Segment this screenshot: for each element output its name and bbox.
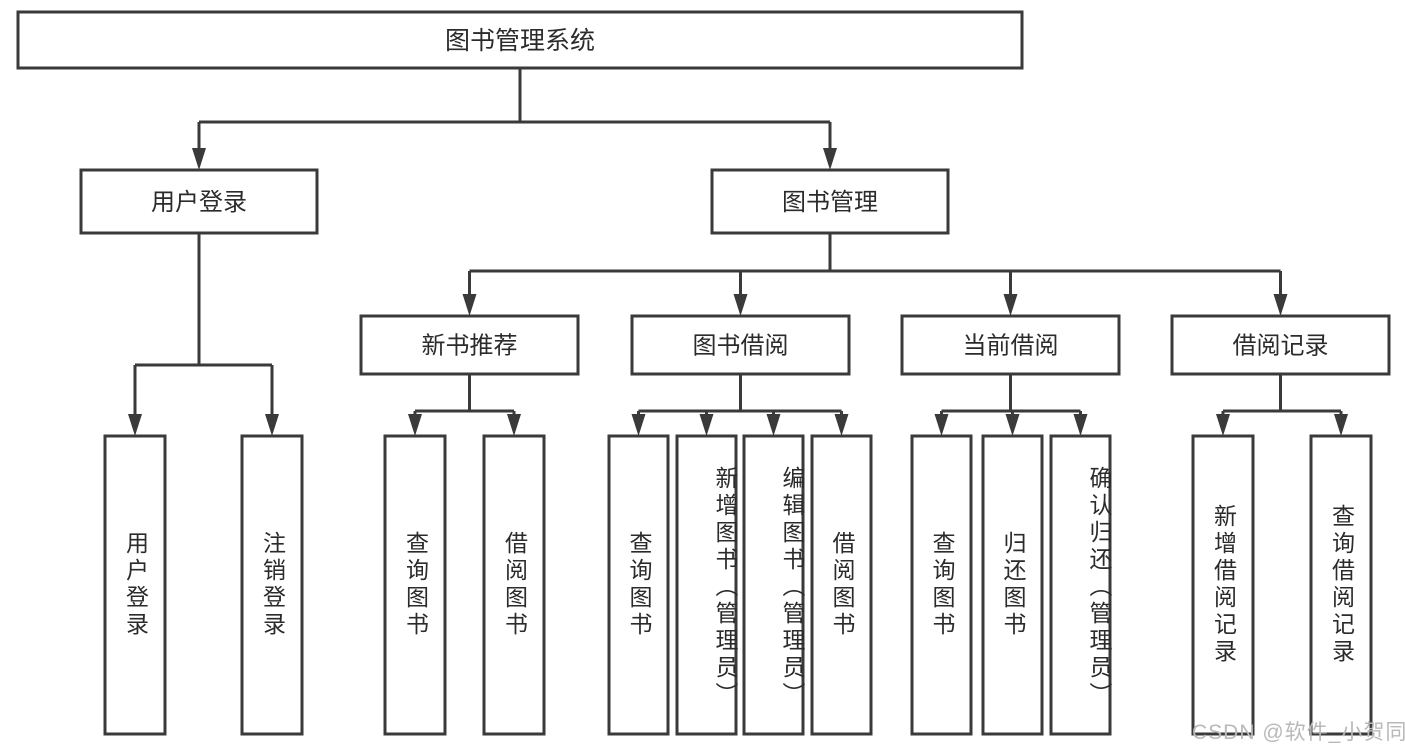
arrow-head-icon-book-manage-3 — [1273, 294, 1288, 316]
arrow-head-icon-current-borrow-2 — [1073, 414, 1088, 436]
csdn-watermark: CSDN @软件_小贺同学 — [1192, 721, 1405, 744]
node-box-leaf-borrow-book-rec[interactable] — [482, 434, 546, 736]
arrow-head-icon-book-borrow-3 — [834, 414, 849, 436]
arrow-head-icon-book-manage-1 — [733, 294, 748, 316]
arrow-head-icon-book-borrow-2 — [766, 414, 781, 436]
node-box-leaf-query-book-current[interactable] — [910, 434, 973, 736]
arrow-head-icon-current-borrow-1 — [1005, 414, 1020, 436]
node-box-borrow-record[interactable] — [1170, 314, 1391, 376]
arrow-head-icon-root-1 — [823, 148, 837, 170]
node-box-leaf-edit-book[interactable] — [742, 434, 805, 736]
connector-edges — [128, 68, 1348, 436]
arrow-head-icon-book-borrow-1 — [699, 414, 714, 436]
arrow-head-icon-root-0 — [192, 148, 206, 170]
node-box-book-manage[interactable] — [710, 168, 950, 235]
node-label-book-manage: 图书管理 — [782, 189, 878, 216]
node-boxes — [16, 10, 1391, 736]
node-box-leaf-logout[interactable] — [240, 434, 304, 736]
arrow-head-icon-user-login-0 — [128, 414, 142, 436]
arrow-head-icon-new-book-recommend-1 — [507, 414, 521, 436]
node-label-current-borrow: 当前借阅 — [963, 333, 1059, 360]
node-label-new-book-recommend: 新书推荐 — [422, 333, 518, 360]
arrow-head-icon-new-book-recommend-0 — [408, 414, 422, 436]
arrow-head-icon-borrow-record-0 — [1216, 414, 1230, 436]
node-label-user-login: 用户登录 — [151, 189, 247, 216]
node-label-root: 图书管理系统 — [445, 27, 595, 55]
node-box-leaf-query-record[interactable] — [1309, 434, 1373, 736]
node-label-book-borrow: 图书借阅 — [693, 333, 789, 360]
node-box-leaf-add-book[interactable] — [675, 434, 738, 736]
node-box-leaf-user-login[interactable] — [103, 434, 167, 736]
node-box-leaf-borrow-book[interactable] — [810, 434, 873, 736]
arrow-head-icon-book-manage-2 — [1003, 294, 1018, 316]
node-box-current-borrow[interactable] — [900, 314, 1121, 376]
node-box-leaf-query-book-borrow[interactable] — [607, 434, 670, 736]
node-box-user-login[interactable] — [79, 168, 319, 235]
node-box-root[interactable] — [16, 10, 1024, 70]
node-box-leaf-confirm-return[interactable] — [1049, 434, 1112, 736]
node-box-new-book-recommend[interactable] — [359, 314, 580, 376]
node-label-borrow-record: 借阅记录 — [1233, 333, 1329, 360]
arrow-head-icon-borrow-record-1 — [1334, 414, 1348, 436]
arrow-head-icon-book-borrow-0 — [631, 414, 646, 436]
node-box-book-borrow[interactable] — [630, 314, 851, 376]
arrow-head-icon-user-login-1 — [265, 414, 279, 436]
node-box-leaf-return-book[interactable] — [981, 434, 1044, 736]
arrow-head-icon-current-borrow-0 — [934, 414, 949, 436]
arrow-head-icon-book-manage-0 — [462, 294, 477, 316]
node-box-leaf-add-record[interactable] — [1191, 434, 1255, 736]
node-box-leaf-query-book-rec[interactable] — [383, 434, 447, 736]
